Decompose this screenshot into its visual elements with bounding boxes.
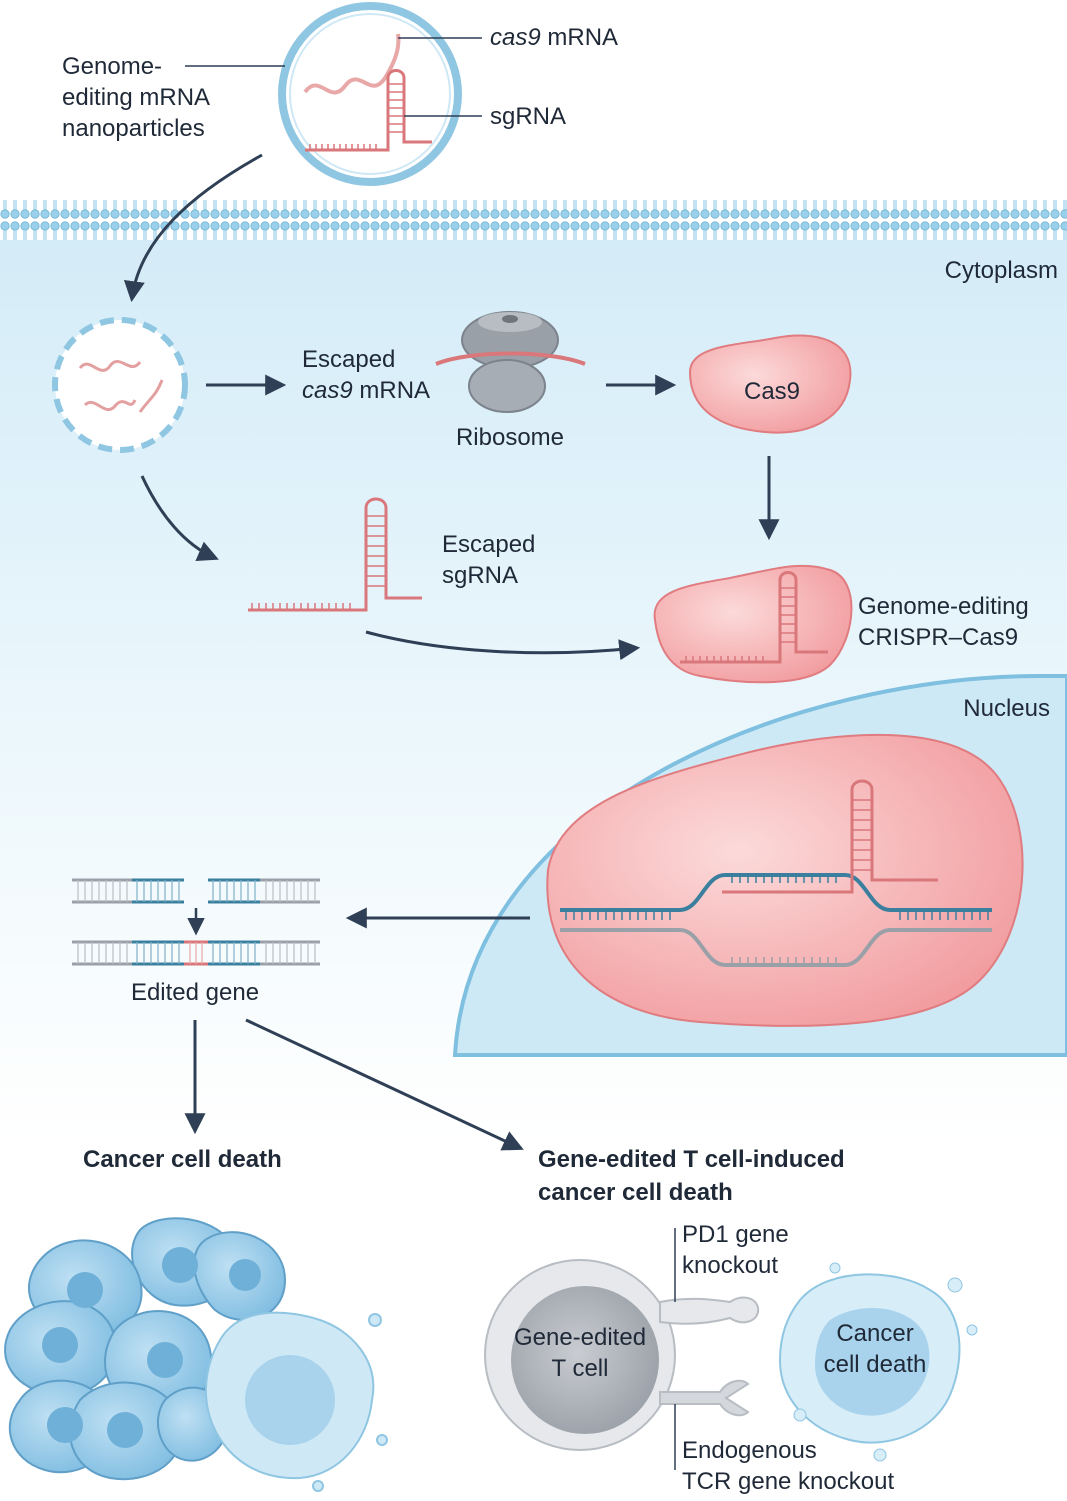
endosome: [52, 317, 188, 453]
label-escaped-mrna-1: Escaped: [302, 346, 395, 373]
cas9-protein: [688, 334, 852, 434]
label-cancer-small-2: cell death: [824, 1351, 927, 1378]
label-cancer-cell-death: Cancer cell death: [83, 1146, 282, 1173]
label-escaped-sgrna-2: sgRNA: [442, 562, 518, 589]
gene-edited-tcell: [484, 1259, 760, 1451]
label-tcell-induced-2: cancer cell death: [538, 1179, 733, 1206]
cancer-cell-cluster: [4, 1217, 388, 1492]
label-pd1-2: knockout: [682, 1252, 778, 1279]
label-tcr-1: Endogenous: [682, 1437, 817, 1464]
label-cas9: Cas9: [744, 378, 800, 405]
label-complex-1: Genome-editing: [858, 593, 1029, 620]
label-complex-2: CRISPR–Cas9: [858, 624, 1018, 651]
label-nanoparticle-3: nanoparticles: [62, 115, 205, 142]
label-edited-gene: Edited gene: [131, 979, 259, 1006]
crispr-cas9-complex: [653, 564, 853, 684]
ribosome: [435, 311, 586, 413]
label-escaped-sgrna-1: Escaped: [442, 531, 535, 558]
label-pd1-1: PD1 gene: [682, 1221, 789, 1248]
dying-cancer-cell: [778, 1262, 978, 1462]
label-tcell-2: T cell: [552, 1355, 609, 1382]
label-escaped-mrna-2: cas9 mRNA: [302, 377, 430, 404]
arrow-sgrna-escape: [140, 475, 219, 561]
cell-membrane: [0, 196, 1067, 240]
edited-gene-dna: [72, 878, 320, 966]
label-nanoparticle-2: editing mRNA: [62, 84, 210, 111]
arrow-tcell-death: [245, 1018, 524, 1151]
label-cytoplasm: Cytoplasm: [945, 257, 1058, 284]
label-nucleus: Nucleus: [963, 695, 1050, 722]
label-ribosome: Ribosome: [456, 424, 564, 451]
arrow-uptake: [123, 153, 263, 303]
label-tcell-induced-1: Gene-edited T cell-induced: [538, 1146, 845, 1173]
label-tcr-2: TCR gene knockout: [682, 1468, 894, 1495]
label-tcell-1: Gene-edited: [514, 1324, 646, 1351]
arrow-sgrna-loading: [365, 630, 641, 661]
label-nanoparticle-1: Genome-: [62, 53, 162, 80]
escaped-sgrna: [248, 497, 422, 612]
cas9-dna-complex: [546, 733, 1024, 1027]
label-cancer-small-1: Cancer: [836, 1320, 913, 1347]
label-cas9-mrna: cas9 mRNA: [490, 24, 618, 51]
label-sgrna: sgRNA: [490, 103, 566, 130]
nanoparticle: [278, 2, 462, 186]
